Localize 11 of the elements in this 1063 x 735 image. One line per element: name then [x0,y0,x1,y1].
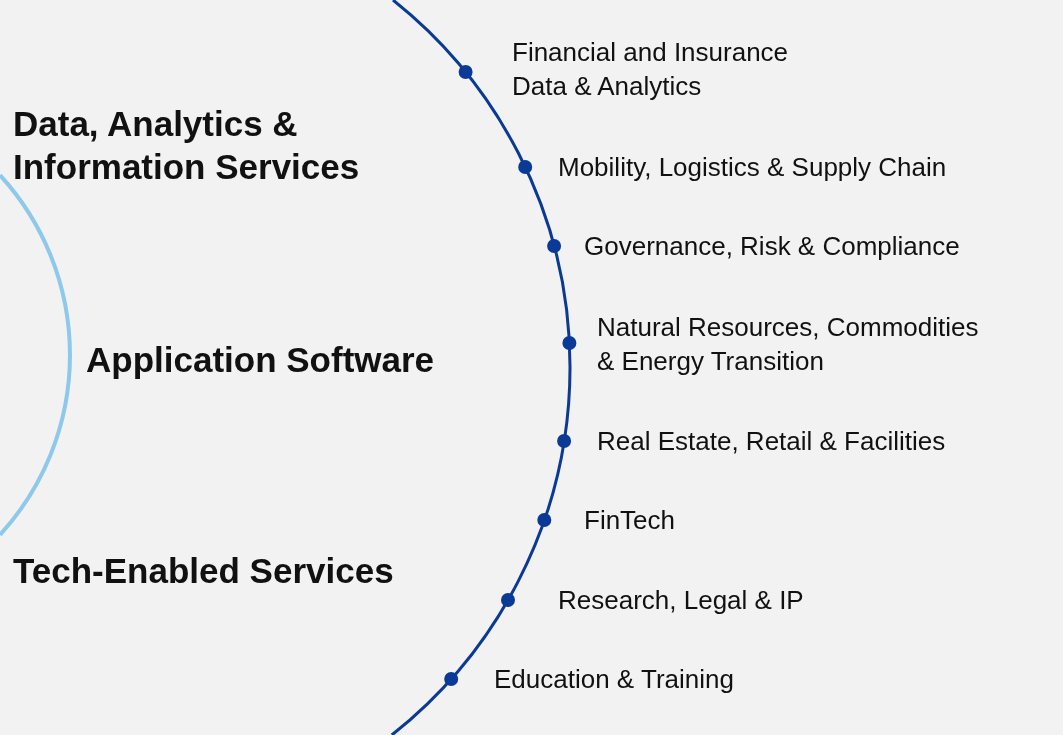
sector-label: Real Estate, Retail & Facilities [597,425,946,458]
sector-label: FinTech [584,504,676,537]
sector-label: Education & Training [494,663,734,696]
category-heading: Data, Analytics & Information Services [13,103,361,188]
sector-label: Governance, Risk & Compliance [584,230,960,263]
sector-label: Financial and Insurance Data & Analytics [512,36,790,103]
sector-label: Research, Legal & IP [558,584,804,617]
sector-label: Natural Resources, Commodities & Energy Transition [597,311,980,378]
category-heading: Application Software [86,339,435,381]
category-heading: Tech-Enabled Services [13,550,394,592]
sector-label: Mobility, Logistics & Supply Chain [558,151,947,184]
